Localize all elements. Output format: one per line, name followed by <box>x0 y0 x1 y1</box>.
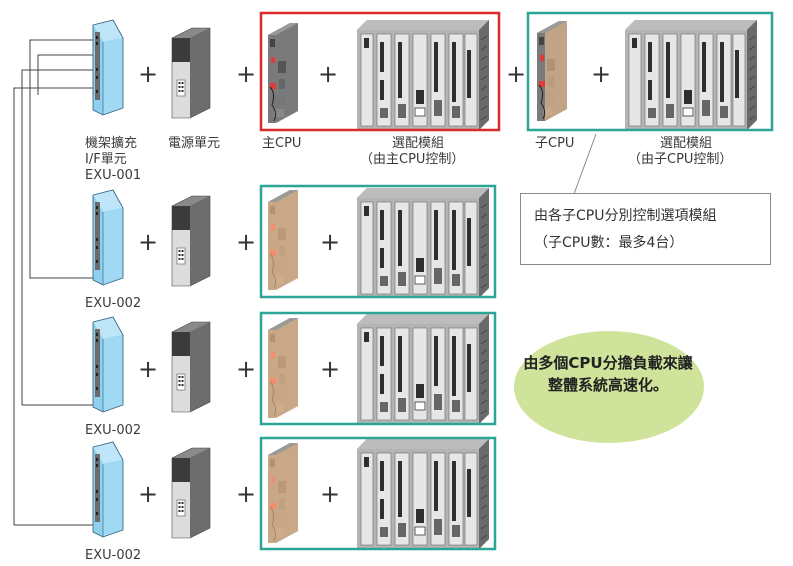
exu-001-unit <box>92 19 124 116</box>
highlight-note: 由多個CPU分擔負載來讓 整體系統高速化。 <box>500 352 716 396</box>
main-cpu-label: 主CPU <box>262 136 302 151</box>
plus-operator: + <box>138 60 159 88</box>
exu001-label-line3: EXU-001 <box>85 168 142 183</box>
exu002-label-row4: EXU-002 <box>85 548 142 563</box>
power-supply-unit <box>171 447 211 539</box>
exu-002-unit <box>92 189 124 286</box>
power-unit-label: 電源單元 <box>168 136 221 151</box>
callout-line-1: 由各子CPU分別控制選項模組 <box>534 208 717 224</box>
power-supply-unit <box>171 27 211 119</box>
option-sub-label-line2: （由子CPU控制） <box>628 152 733 167</box>
callout-pointer <box>573 133 614 195</box>
option-module-rack <box>356 187 490 299</box>
plus-operator: + <box>236 355 257 383</box>
plus-operator: + <box>138 355 159 383</box>
plus-operator: + <box>320 480 341 508</box>
option-module-rack <box>356 438 490 550</box>
plus-operator: + <box>236 480 257 508</box>
sub-cpu-frame <box>259 184 497 299</box>
expansion-cable <box>13 39 95 526</box>
option-main-label-line1: 選配模組 <box>392 136 445 151</box>
exu002-label-row2: EXU-002 <box>85 296 142 311</box>
exu001-label-line1: 機架擴充 <box>85 136 138 151</box>
power-supply-unit <box>171 195 211 287</box>
option-module-rack <box>356 19 490 131</box>
exu-002-unit <box>92 441 124 538</box>
option-sub-label-line1: 選配模組 <box>660 136 713 151</box>
main-cpu-frame <box>259 11 501 132</box>
plus-operator: + <box>591 60 612 88</box>
exu001-label-line2: I/F單元 <box>85 152 127 167</box>
exu002-label-row3: EXU-002 <box>85 423 142 438</box>
plus-operator: + <box>236 60 257 88</box>
sub-cpu-frame <box>259 436 497 551</box>
sub-cpu-frame <box>259 311 497 426</box>
highlight-note-line-1: 由多個CPU分擔負載來讓 <box>523 354 693 372</box>
exu-002-unit <box>92 316 124 413</box>
plus-operator: + <box>138 480 159 508</box>
option-module-rack <box>356 313 490 425</box>
plus-operator: + <box>506 60 527 88</box>
plus-operator: + <box>320 228 341 256</box>
plus-operator: + <box>320 355 341 383</box>
sub-cpu-module <box>267 442 299 544</box>
option-module-rack <box>624 19 758 131</box>
sub-cpu-module <box>267 317 299 419</box>
highlight-note-line-2: 整體系統高速化。 <box>547 376 668 394</box>
callout-line-2: （子CPU數：最多4台） <box>534 235 684 251</box>
plus-operator: + <box>236 228 257 256</box>
main-cpu-module <box>267 22 299 124</box>
sub-cpu-label: 子CPU <box>535 136 575 151</box>
sub-cpu-frame <box>526 11 774 132</box>
highlight-ellipse <box>514 331 704 443</box>
sub-cpu-module <box>536 20 568 122</box>
option-main-label-line2: （由主CPU控制） <box>360 152 465 167</box>
callout-box <box>520 193 771 265</box>
plus-operator: + <box>138 228 159 256</box>
plus-operator: + <box>318 60 339 88</box>
sub-cpu-module <box>267 189 299 291</box>
power-supply-unit <box>171 321 211 413</box>
